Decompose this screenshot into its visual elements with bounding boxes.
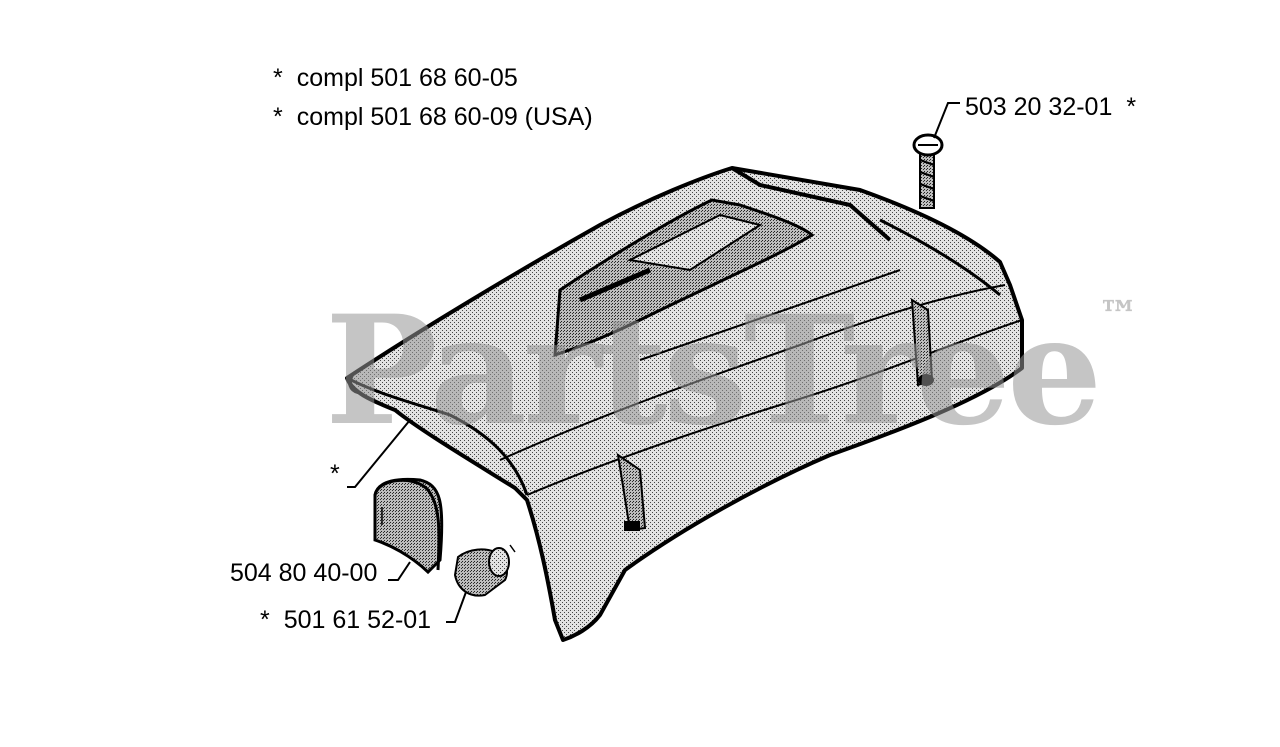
cover-label: * xyxy=(330,462,340,487)
note-line: * compl 501 68 60-05 xyxy=(273,66,518,91)
note-text: compl 501 68 60-05 xyxy=(296,64,518,92)
plug-marker: * xyxy=(260,606,270,634)
plug-label: * 501 61 52-01 xyxy=(260,608,431,633)
plate xyxy=(373,477,444,575)
plug-leader-line xyxy=(446,591,467,623)
note-marker: * xyxy=(273,103,283,131)
cylinder-cover xyxy=(345,166,1024,642)
screw-label: 503 20 32-01 * xyxy=(965,95,1136,120)
watermark: PartsTree™ xyxy=(325,296,1138,447)
plate-leader-line xyxy=(388,561,411,581)
screw-marker: * xyxy=(1126,93,1137,121)
screw-leader-line xyxy=(933,102,960,139)
plate-label: 504 80 40-00 xyxy=(230,561,377,586)
plug xyxy=(453,544,516,597)
note-line: * compl 501 68 60-09 (USA) xyxy=(273,105,593,130)
cover-marker: * xyxy=(330,460,340,488)
note-text: compl 501 68 60-09 (USA) xyxy=(296,103,593,131)
cover-leader-line xyxy=(347,419,411,488)
watermark-text: PartsTree xyxy=(325,283,1102,459)
screw xyxy=(912,133,944,209)
plug-part-number: 501 61 52-01 xyxy=(283,606,432,634)
plate-part-number: 504 80 40-00 xyxy=(230,559,378,587)
screw-part-number: 503 20 32-01 xyxy=(965,93,1113,121)
watermark-trademark: ™ xyxy=(1098,292,1139,339)
note-marker: * xyxy=(273,64,283,92)
